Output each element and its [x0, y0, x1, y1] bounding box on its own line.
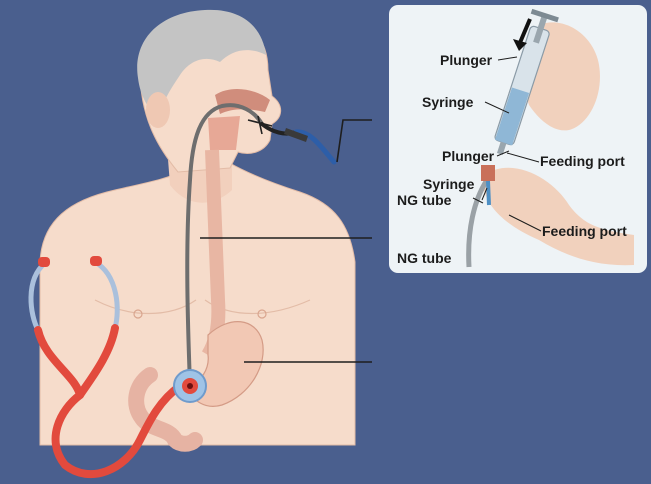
- label-syringe-mid: Syringe: [423, 177, 474, 191]
- label-ng-tube-mid: NG tube: [397, 193, 451, 207]
- label-feeding-port-bottom: Feeding port: [542, 224, 627, 238]
- callout-line-nose: [337, 120, 372, 162]
- label-plunger-mid: Plunger: [442, 149, 494, 163]
- feeding-syringe-inset: Plunger Syringe Plunger Feeding port Syr…: [389, 5, 647, 273]
- inset-ng-tube: [469, 180, 487, 267]
- label-ng-tube-bottom: NG tube: [397, 251, 451, 265]
- ear: [146, 92, 170, 128]
- feeding-port: [481, 165, 495, 181]
- inset-syringe-tip: [488, 181, 489, 205]
- hand-bottom: [484, 168, 634, 265]
- throat: [208, 116, 240, 150]
- label-plunger-top: Plunger: [440, 53, 492, 67]
- label-feeding-port-top: Feeding port: [540, 154, 625, 168]
- label-syringe-top: Syringe: [422, 95, 473, 109]
